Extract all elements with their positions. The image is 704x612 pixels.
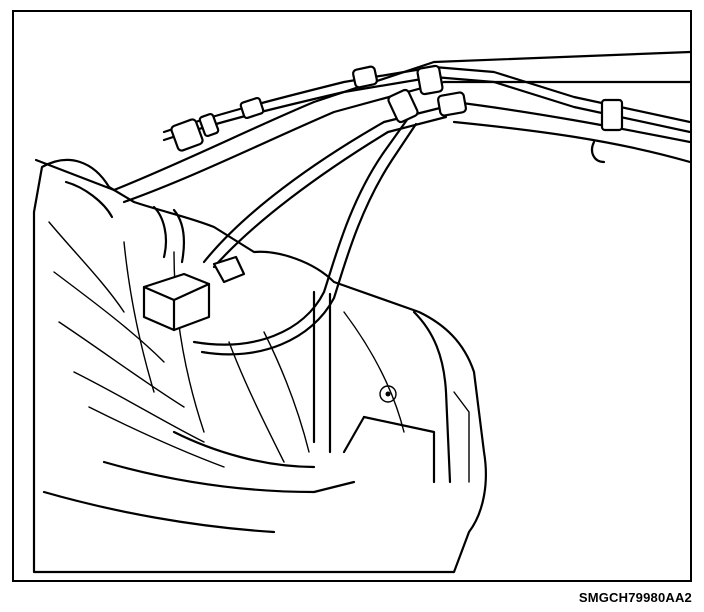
fuel-tank [32,158,487,574]
line-fittings [170,64,624,164]
illustration-frame [12,10,692,582]
figure-code: SMGCH79980AA2 [578,590,692,605]
fuel-tank-line-illustration [32,50,690,574]
fuel-pump-connector [142,205,246,332]
frame-rails [34,50,690,204]
